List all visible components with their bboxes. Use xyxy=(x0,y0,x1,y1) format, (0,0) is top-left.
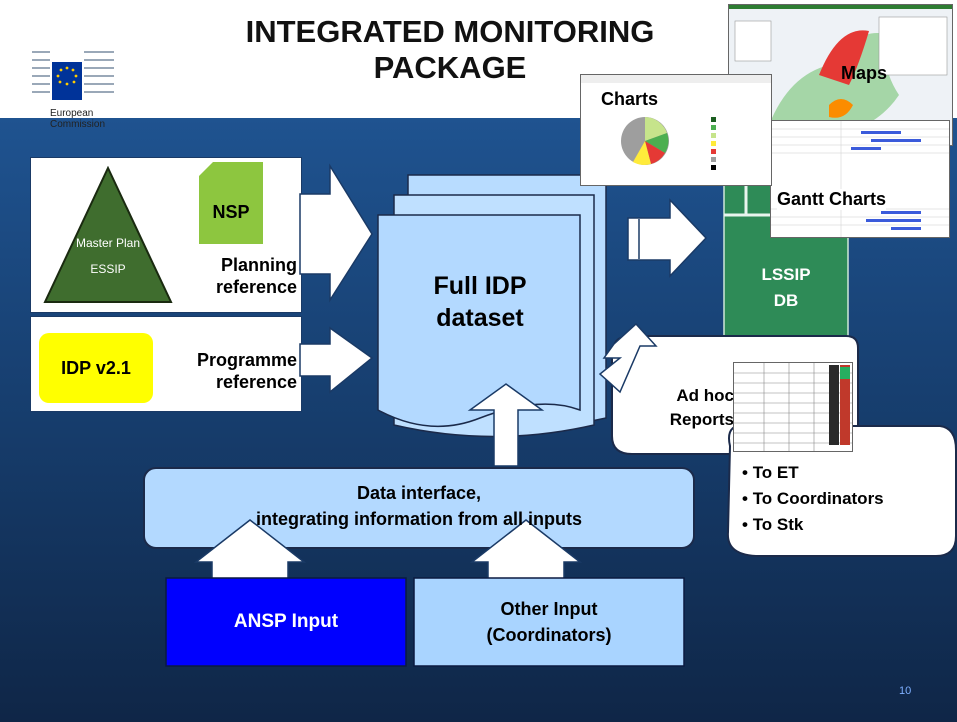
to-adhoc-arrow xyxy=(598,322,658,394)
nsp-document-icon xyxy=(199,162,263,244)
other-input-box xyxy=(413,577,685,667)
slide-title: INTEGRATED MONITORING PACKAGE xyxy=(245,14,655,85)
planning-arrow xyxy=(299,163,373,303)
page-number: 10 xyxy=(899,685,912,697)
distribution-item: To Stk xyxy=(742,512,884,538)
data-interface-box xyxy=(143,467,695,549)
planning-reference-label: Planning reference xyxy=(215,255,297,297)
master-plan-label: Master Plan xyxy=(75,236,141,250)
full-idp-dataset-label: Full IDP dataset xyxy=(433,272,527,332)
other-up-arrow xyxy=(469,519,583,581)
idp-version-badge: IDP v2.1 xyxy=(39,333,153,403)
ansp-up-arrow xyxy=(193,519,307,581)
to-lssip-arrow xyxy=(627,198,708,278)
distribution-item: To ET xyxy=(742,460,884,486)
pie-chart-icon xyxy=(581,75,771,170)
charts-label: Charts xyxy=(601,89,659,109)
ansp-input-label: ANSP Input xyxy=(233,611,339,632)
adhoc-report-thumbnail xyxy=(733,362,853,452)
ansp-input-box xyxy=(165,577,407,667)
gantt-thumbnail: Gantt Charts xyxy=(770,120,950,238)
maps-label: Maps xyxy=(841,63,888,83)
distribution-item: To Coordinators xyxy=(742,486,884,512)
programme-reference-label: Programme reference xyxy=(196,350,297,392)
europe-map-icon xyxy=(729,5,952,135)
to-dataset-arrow xyxy=(467,383,545,467)
programme-reference-panel: IDP v2.1 Programme reference xyxy=(30,316,302,412)
distribution-list: To ET To Coordinators To Stk xyxy=(742,460,884,538)
master-plan-triangle-icon xyxy=(43,166,173,303)
essip-label: ESSIP xyxy=(90,262,126,276)
ec-building-icon xyxy=(30,42,116,108)
gantt-charts-label: Gantt Charts xyxy=(777,189,887,210)
other-input-label: Other Input (Coordinators) xyxy=(486,599,612,645)
programme-arrow xyxy=(299,326,374,394)
planning-reference-panel: Master Plan ESSIP NSP Planning reference xyxy=(30,157,302,313)
nsp-label: NSP xyxy=(212,202,250,222)
gantt-chart-icon xyxy=(771,121,949,237)
lssip-db-label: LSSIP DB xyxy=(761,265,811,310)
maps-thumbnail: Maps xyxy=(728,4,953,146)
dataset-page-1 xyxy=(377,214,581,428)
ec-logo xyxy=(30,42,116,158)
data-interface-label: Data interface, integrating information … xyxy=(256,483,582,529)
charts-thumbnail: Charts xyxy=(580,74,772,186)
adhoc-reports-label: Ad hoc Reports xyxy=(669,386,734,429)
ec-logo-text: European Commission xyxy=(50,108,106,130)
